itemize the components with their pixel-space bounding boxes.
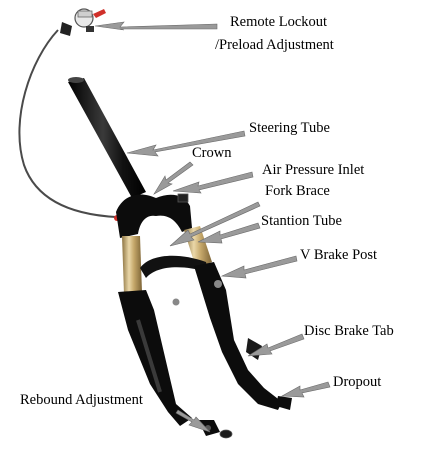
label-v-brake-post: V Brake Post — [300, 247, 378, 263]
leader-arrows — [94, 21, 331, 433]
label-dropout: Dropout — [333, 374, 382, 390]
label-rebound-adjustment: Rebound Adjustment — [20, 392, 143, 408]
arrow-v-brake-post — [220, 255, 298, 279]
arrow-crown — [153, 161, 194, 195]
label-stantion-tube: Stantion Tube — [261, 213, 342, 229]
crown-shape — [116, 194, 192, 238]
label-air-pressure-inlet: Air Pressure Inlet — [262, 162, 365, 178]
left-stanchion-shape — [122, 236, 142, 294]
arrow-rebound-adjustment — [175, 409, 211, 433]
label-crown: Crown — [192, 145, 232, 161]
fork-brace-shape — [140, 255, 208, 278]
label-fork-brace: Fork Brace — [265, 183, 330, 199]
label-steering-tube: Steering Tube — [249, 120, 330, 136]
right-lower-leg — [194, 262, 282, 410]
arrow-dropout — [280, 381, 331, 398]
v-brake-post-left — [172, 298, 180, 306]
label-remote-lockout-line2: /Preload Adjustment — [215, 37, 334, 53]
remote-cable — [18, 29, 117, 218]
arrow-air-pressure-inlet — [172, 171, 254, 194]
remote-lockout-lever — [60, 8, 106, 36]
arrow-fork-brace — [169, 201, 261, 247]
arrow-disc-brake-tab — [247, 333, 305, 357]
v-brake-post-right — [214, 280, 222, 288]
label-remote-lockout-line1: Remote Lockout — [230, 14, 328, 30]
label-disc-brake-tab: Disc Brake Tab — [304, 323, 394, 339]
arrow-stantion-tube — [197, 222, 261, 244]
arrow-steering-tube — [126, 130, 246, 157]
arrow-remote-lockout — [94, 21, 218, 31]
steering-tube-shape — [68, 78, 146, 198]
left-lower-leg — [118, 290, 192, 426]
